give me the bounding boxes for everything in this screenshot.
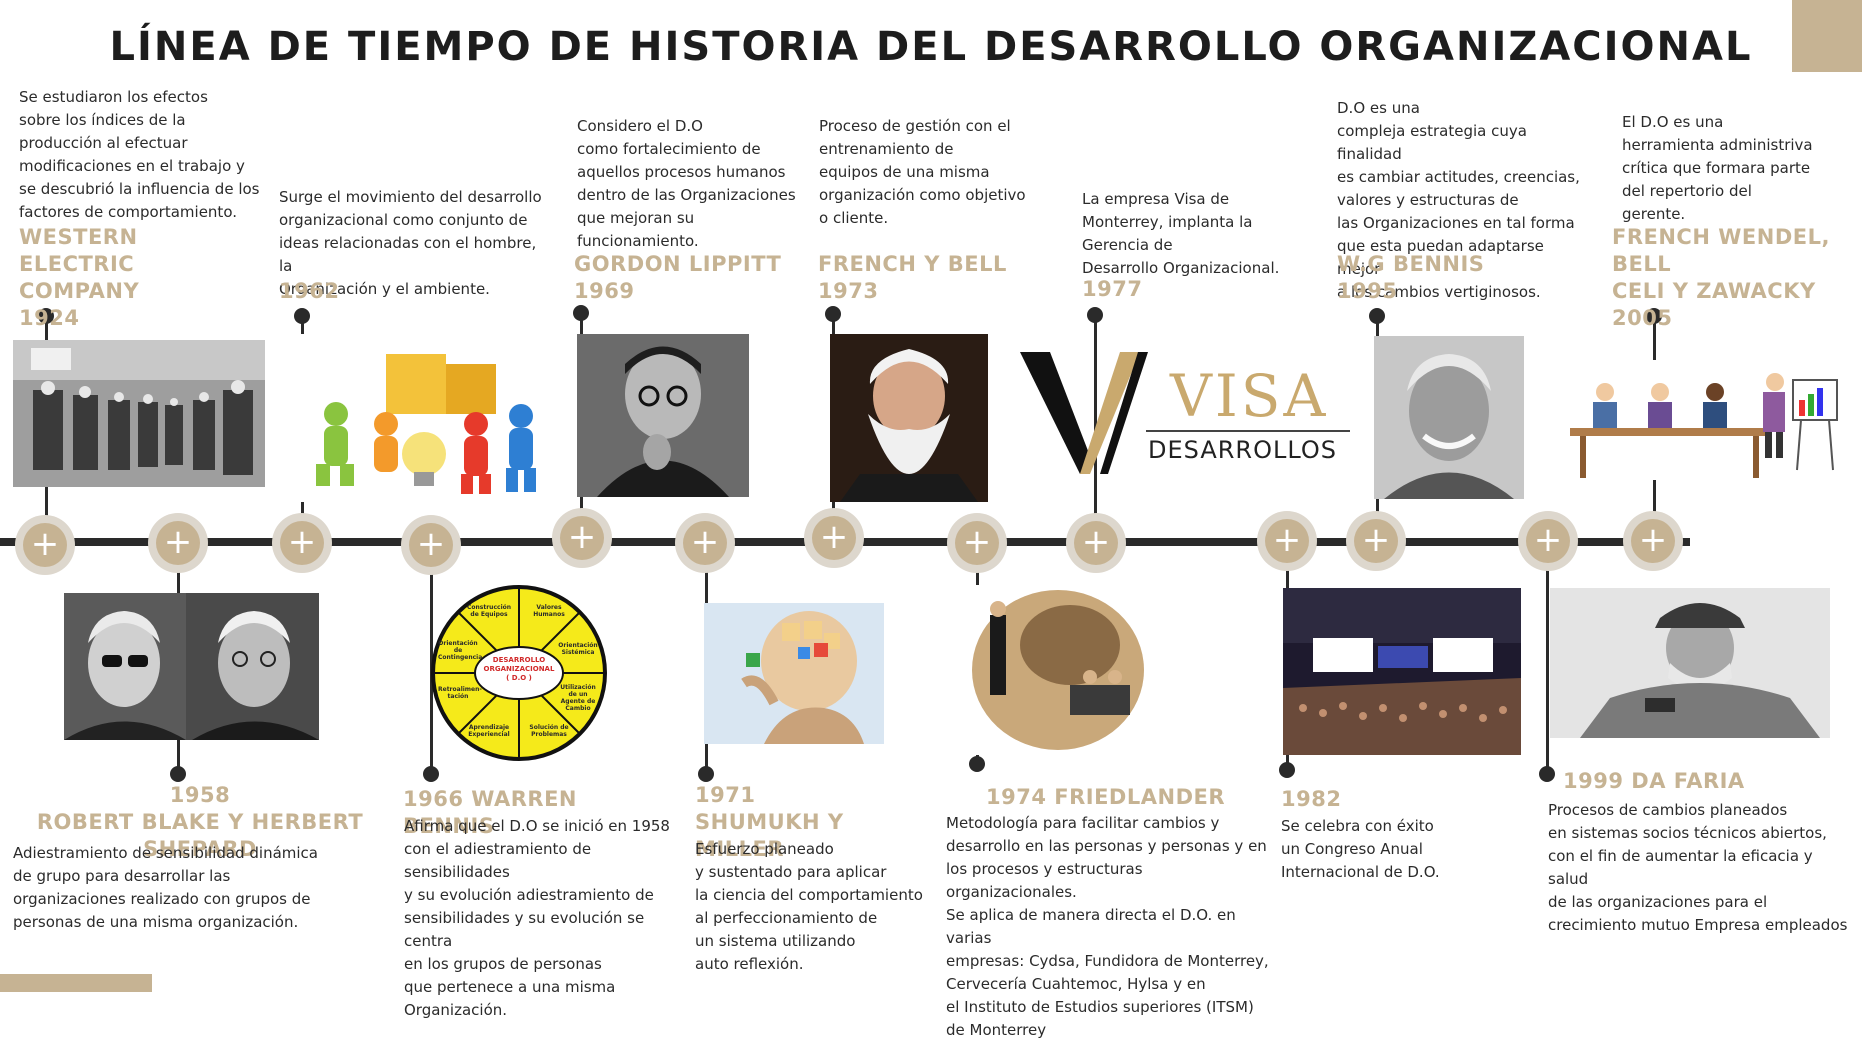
timeline-pin <box>1369 308 1385 324</box>
event-description: Proceso de gestión con el entrenamiento … <box>819 117 1026 227</box>
wheel-segment-label: Orientación de Contingencia <box>438 640 483 661</box>
event-heading: 1971 SHUMUKH Y MILLER <box>695 783 844 861</box>
visa-logo-sub: DESARROLLOS <box>1148 436 1337 464</box>
event-heading: FRENCH Y BELL 1973 <box>818 252 1007 303</box>
timeline-node[interactable]: + <box>1518 511 1578 571</box>
plus-icon: + <box>683 521 727 565</box>
gordon-lippitt-portrait <box>577 334 749 497</box>
plus-icon: + <box>560 516 604 560</box>
event-description: Esfuerzo planeado y sustentado para apli… <box>695 840 923 973</box>
event-description: Adiestramiento de sensibilidad dinámica … <box>13 844 318 931</box>
timeline-pin <box>38 308 54 324</box>
timeline-stem <box>1546 544 1549 774</box>
congress-auditorium-photo <box>1283 588 1521 755</box>
puzzle-teamwork-illustration <box>296 334 552 502</box>
od-wheel-diagram: DESARROLLO ORGANIZACIONAL ( D.O ) Constr… <box>430 584 608 762</box>
blake-shepard-portraits <box>64 593 319 740</box>
timeline-pin <box>423 766 439 782</box>
timeline-pin <box>294 308 310 324</box>
plus-icon: + <box>280 521 324 565</box>
event-heading: 1962 <box>279 279 340 303</box>
timeline-node[interactable]: + <box>15 515 75 575</box>
plus-icon: + <box>1526 519 1570 563</box>
timeline-node[interactable]: + <box>675 513 735 573</box>
corner-decoration-top <box>1792 0 1862 72</box>
event-description: Procesos de cambios planeados en sistema… <box>1548 801 1848 934</box>
event-heading: 1977 <box>1082 277 1143 301</box>
event-description: Metodología para facilitar cambios y des… <box>946 814 1269 1039</box>
timeline-pin <box>1279 762 1295 778</box>
timeline-node[interactable]: + <box>1623 511 1683 571</box>
timeline-pin <box>573 305 589 321</box>
timeline-node[interactable]: + <box>804 508 864 568</box>
western-electric-photo <box>13 340 265 487</box>
visa-desarrollos-logo: VISA DESARROLLOS <box>1020 346 1350 474</box>
timeline-node[interactable]: + <box>1257 511 1317 571</box>
plus-icon: + <box>1631 519 1675 563</box>
timeline-node[interactable]: + <box>272 513 332 573</box>
event-heading: 1958 ROBERT BLAKE Y HERBERT SHEPARD <box>36 783 364 861</box>
timeline-node[interactable]: + <box>947 513 1007 573</box>
bennis-portrait <box>1374 336 1524 499</box>
friedlander-collage <box>970 585 1146 755</box>
timeline-pin <box>825 306 841 322</box>
da-faria-photo <box>1550 588 1830 738</box>
wheel-segment-label: Retroalimen-tación <box>438 686 482 700</box>
wheel-center-label: DESARROLLO ORGANIZACIONAL ( D.O ) <box>483 656 555 682</box>
event-heading: WESTERN ELECTRIC COMPANY 1924 <box>19 225 140 330</box>
wheel-segment-label: Valores Humanos <box>533 604 565 618</box>
plus-icon: + <box>409 523 453 567</box>
timeline-pin <box>1539 766 1555 782</box>
wheel-segment-label: Solución de Problemas <box>529 724 569 738</box>
timeline-node[interactable]: + <box>552 508 612 568</box>
visa-logo-name: VISA <box>1170 362 1329 430</box>
french-bell-portrait <box>830 334 988 502</box>
plus-icon: + <box>812 516 856 560</box>
plus-icon: + <box>1074 521 1118 565</box>
event-description: Afirma que el D.O se inició en 1958 con … <box>404 817 670 1019</box>
plus-icon: + <box>1354 519 1398 563</box>
corner-decoration-bottom <box>0 974 152 992</box>
event-heading: GORDON LIPPITT 1969 <box>574 252 782 303</box>
timeline-node[interactable]: + <box>1346 511 1406 571</box>
wheel-segment-label: Orientación Sistémica <box>558 642 598 656</box>
event-description: Se celebra con éxito un Congreso Anual I… <box>1281 817 1440 881</box>
event-heading: 1982 <box>1281 787 1342 811</box>
event-heading: W.G BENNIS 1995 <box>1337 252 1485 303</box>
wheel-segment-label: Aprendizaje Experiencial <box>468 724 510 738</box>
timeline-stem <box>430 544 433 774</box>
wheel-segment-label: Construcción de Equipos <box>466 604 512 618</box>
event-heading: 1966 WARREN BENNIS <box>403 787 577 838</box>
page-title: LÍNEA DE TIEMPO DE HISTORIA DEL DESARROL… <box>109 24 1753 70</box>
timeline-node[interactable]: + <box>401 515 461 575</box>
plus-icon: + <box>955 521 999 565</box>
wheel-segment-label: Utilización de un Agente de Cambio <box>560 684 596 712</box>
timeline-pin <box>698 766 714 782</box>
plus-icon: + <box>23 523 67 567</box>
timeline-pin <box>1646 308 1662 324</box>
business-meeting-illustration <box>1565 360 1843 480</box>
event-description: Considero el D.O como fortalecimiento de… <box>577 117 796 250</box>
event-heading: 1974 FRIEDLANDER <box>986 785 1226 809</box>
event-description: La empresa Visa de Monterrey, implanta l… <box>1082 190 1280 277</box>
event-description: D.O es una compleja estrategia cuya fina… <box>1337 99 1580 301</box>
event-description: Surge el movimiento del desarrollo organ… <box>279 188 542 298</box>
event-description: El D.O es una herramienta administriva c… <box>1622 113 1813 223</box>
timeline-node[interactable]: + <box>148 513 208 573</box>
event-description: Se estudiaron los efectos sobre los índi… <box>19 88 260 221</box>
timeline-pin <box>1087 307 1103 323</box>
event-heading: 1999 DA FARIA <box>1563 769 1745 793</box>
timeline-pin <box>170 766 186 782</box>
timeline-pin <box>969 756 985 772</box>
event-heading: FRENCH WENDEL, BELL CELI Y ZAWACKY 2005 <box>1612 225 1830 330</box>
timeline-node[interactable]: + <box>1066 513 1126 573</box>
thinking-puzzle-head-illustration <box>704 603 884 744</box>
plus-icon: + <box>156 521 200 565</box>
plus-icon: + <box>1265 519 1309 563</box>
